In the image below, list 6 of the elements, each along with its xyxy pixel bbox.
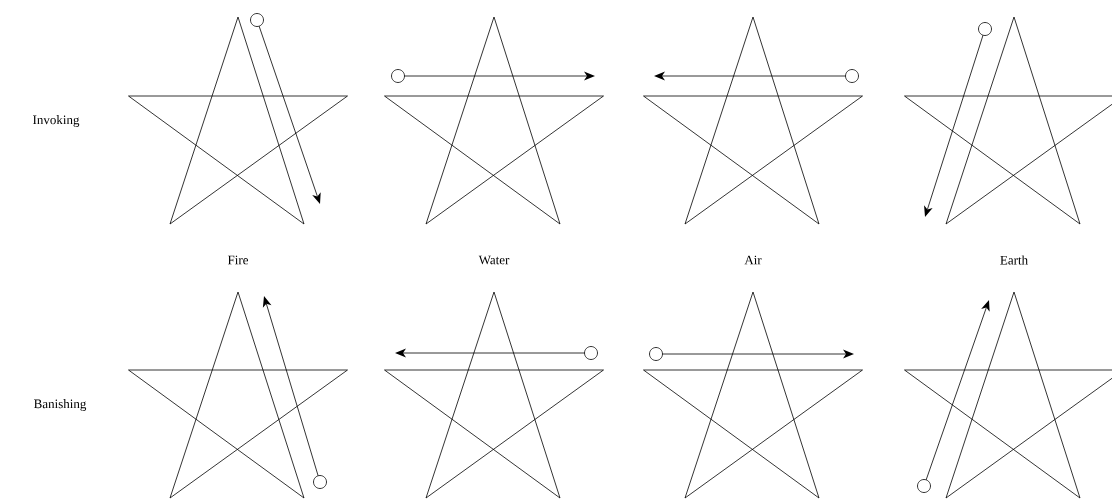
column-label: Water — [478, 255, 510, 265]
row-label: Banishing — [34, 399, 87, 411]
column-label: Fire — [227, 255, 248, 265]
column-label: Air — [744, 255, 762, 265]
column-label: Earth — [1000, 255, 1028, 265]
row-label: Invoking — [33, 115, 80, 127]
